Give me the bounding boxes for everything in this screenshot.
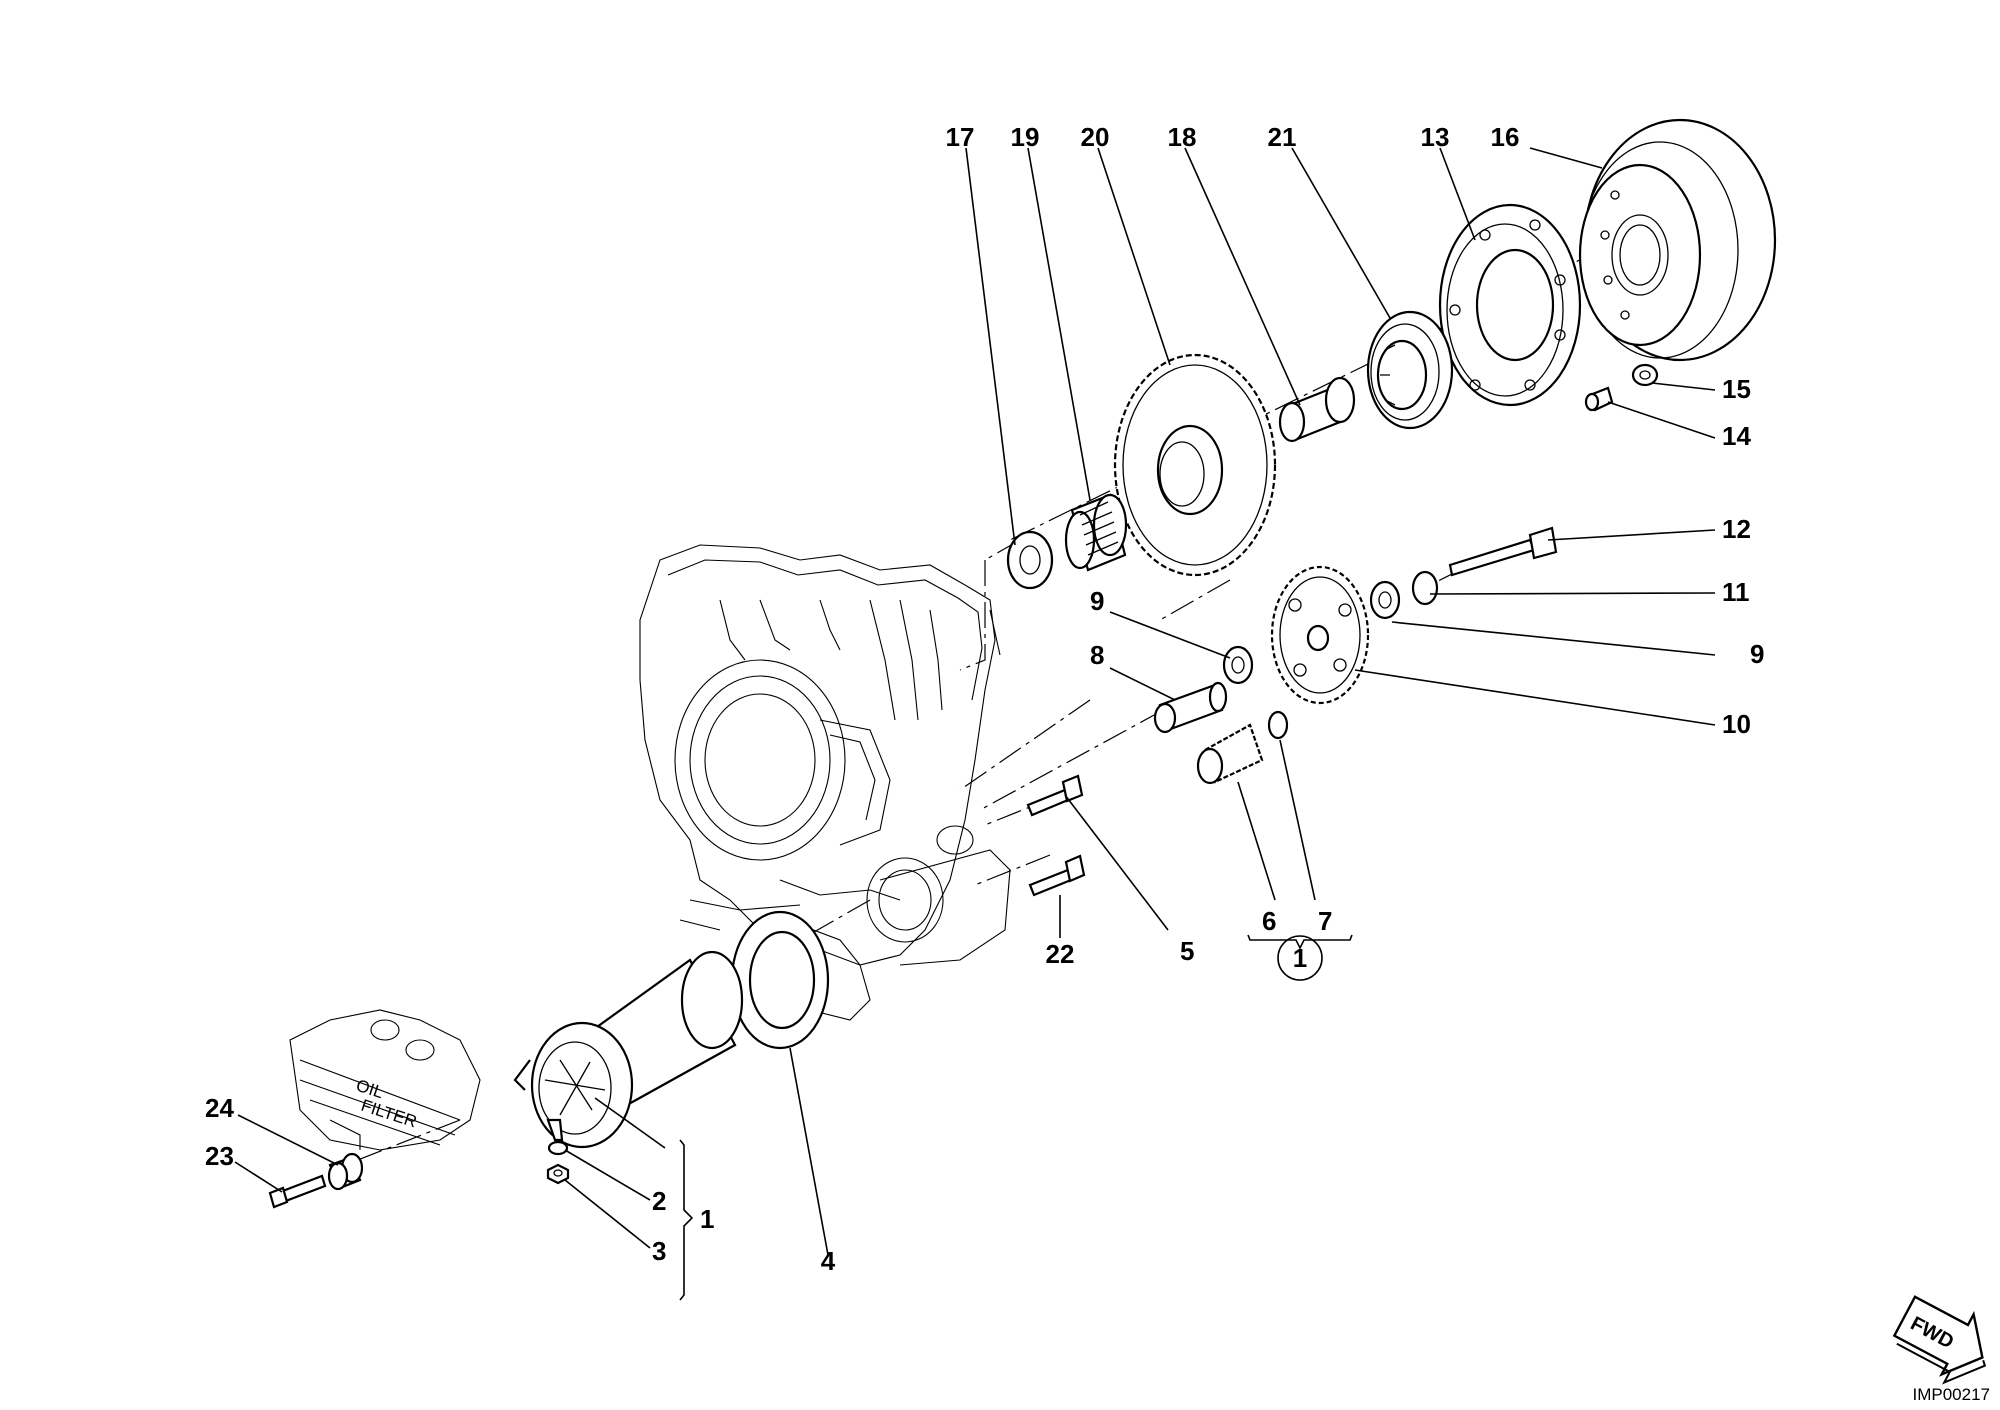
starter-motor-part xyxy=(513,950,744,1149)
leader-lines xyxy=(234,147,1716,1301)
fwd-arrow: FWD xyxy=(1892,1295,1987,1385)
freewheel-clutch-part xyxy=(1366,310,1454,430)
label-23: 23 xyxy=(205,1141,234,1171)
part-labels: 17 19 20 18 21 13 16 15 14 12 11 9 9 10 … xyxy=(205,122,1764,1276)
label-7: 7 xyxy=(1318,906,1332,936)
label-8: 8 xyxy=(1090,640,1104,670)
label-22: 22 xyxy=(1046,939,1075,969)
label-5: 5 xyxy=(1180,936,1194,966)
label-16: 16 xyxy=(1491,122,1520,152)
shaft-8-part xyxy=(1153,681,1228,734)
crankcase-outline xyxy=(639,544,1011,1021)
washer-17-part xyxy=(1006,530,1054,590)
washer-9-right-part xyxy=(1369,580,1401,620)
label-17: 17 xyxy=(946,122,975,152)
bushing-part xyxy=(1278,376,1356,443)
bolt-23-part xyxy=(268,1174,327,1209)
idler-gear-part xyxy=(1113,353,1277,577)
label-14: 14 xyxy=(1722,421,1751,451)
image-ref-code: IMP00217 xyxy=(1913,1385,1991,1404)
label-11: 11 xyxy=(1722,577,1750,607)
label-9-right: 9 xyxy=(1750,639,1764,669)
needle-bearing-part xyxy=(1064,493,1128,572)
screw-22-part xyxy=(1028,854,1086,897)
label-19: 19 xyxy=(1011,122,1040,152)
washer-2-part xyxy=(547,1140,569,1156)
label-2: 2 xyxy=(652,1186,666,1216)
gasket-4-part xyxy=(730,910,830,1050)
spacer-24-part xyxy=(327,1152,364,1191)
label-15: 15 xyxy=(1722,374,1751,404)
oil-filter-housing: OIL FILTER xyxy=(289,1009,481,1151)
label-4: 4 xyxy=(821,1246,836,1276)
nut-3-part xyxy=(546,1163,570,1185)
label-10: 10 xyxy=(1722,709,1751,739)
snap-ring-7-part xyxy=(1267,710,1289,740)
freewheel-plate-part xyxy=(1438,203,1582,407)
label-18: 18 xyxy=(1168,122,1197,152)
washer-9-left-part xyxy=(1222,645,1254,685)
label-13: 13 xyxy=(1421,122,1450,152)
label-1: 1 xyxy=(700,1204,714,1234)
label-3: 3 xyxy=(652,1236,666,1266)
label-kit-1: 1 xyxy=(1293,943,1307,973)
stud-14-part xyxy=(1584,386,1614,412)
starter-gear-10-part xyxy=(1270,565,1370,705)
flywheel-part xyxy=(1578,118,1777,362)
label-20: 20 xyxy=(1081,122,1110,152)
circlip-11-part xyxy=(1411,570,1439,606)
label-9-left: 9 xyxy=(1090,586,1104,616)
label-12: 12 xyxy=(1722,514,1751,544)
screw-5-part xyxy=(1026,774,1084,817)
bolt-12-part xyxy=(1448,526,1558,577)
label-24: 24 xyxy=(205,1093,234,1123)
label-21: 21 xyxy=(1268,122,1297,152)
label-6: 6 xyxy=(1262,906,1276,936)
nut-15-part xyxy=(1631,363,1659,387)
pinion-6-part xyxy=(1196,723,1264,785)
